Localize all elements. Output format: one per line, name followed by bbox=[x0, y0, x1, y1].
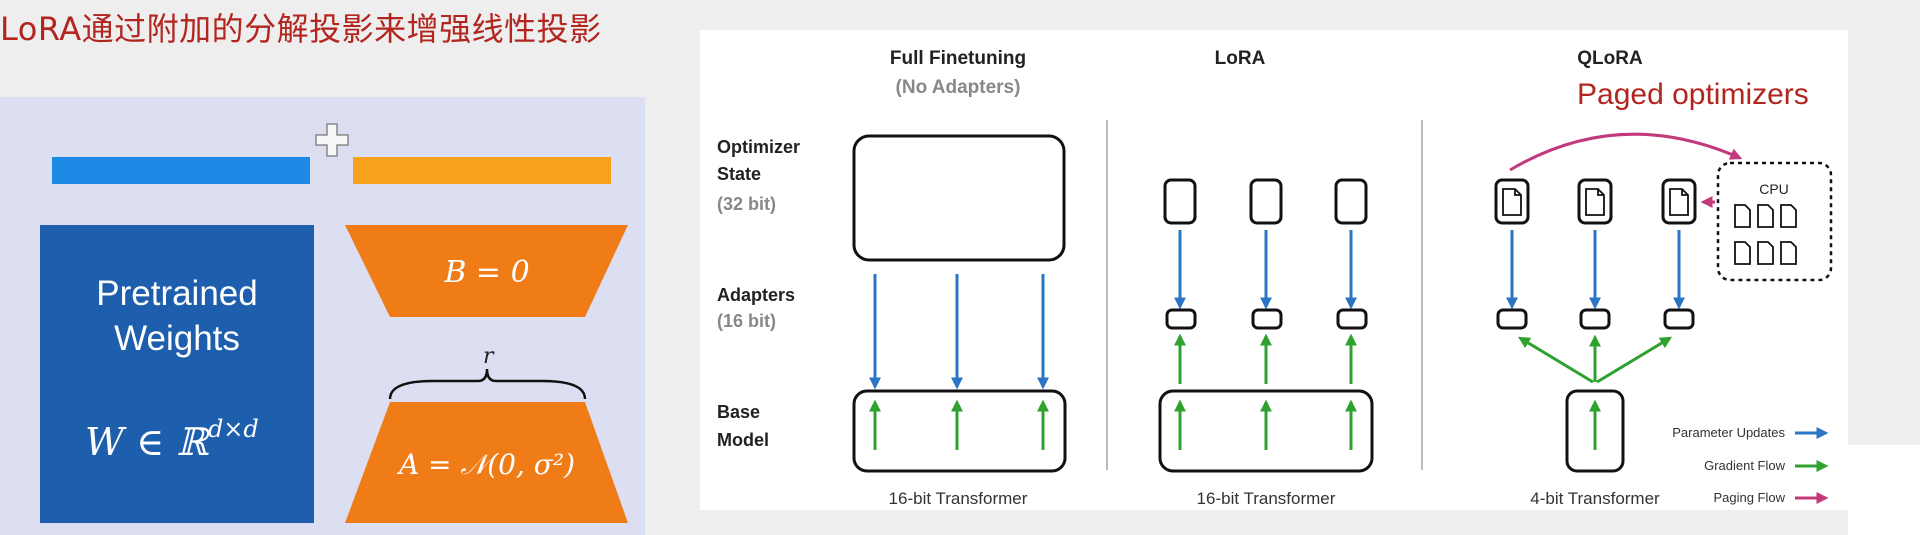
rank-brace bbox=[388, 368, 587, 400]
lora-a-matrix bbox=[345, 402, 628, 523]
cpu-page-icon-3 bbox=[1780, 204, 1797, 228]
rank-label: r bbox=[483, 344, 495, 369]
finetuning-comparison-panel: Full Finetuning (No Adapters) LoRA QLoRA… bbox=[700, 30, 1848, 510]
row-label-adapters-bits: (16 bit) bbox=[717, 311, 776, 331]
full-base-model-box bbox=[852, 389, 1067, 473]
qlora-page-icon-1 bbox=[1502, 188, 1522, 216]
qlora-adapter-1 bbox=[1496, 308, 1528, 330]
paging-flow-arc bbox=[1509, 132, 1743, 172]
plus-symbol-text: + bbox=[332, 145, 333, 147]
row-label-base-line1: Base bbox=[717, 402, 760, 422]
caption-lora: 16-bit Transformer bbox=[1197, 489, 1336, 508]
input-bar-orange bbox=[353, 157, 611, 184]
column-title-lora: LoRA bbox=[1215, 48, 1266, 69]
legend-label-paging-flow: Paging Flow bbox=[1713, 490, 1785, 505]
lora-optimizer-1 bbox=[1163, 178, 1197, 225]
lora-diagram-panel: r Pretrained Weights W ∈ ℝd×d B = 0 A = … bbox=[0, 97, 645, 535]
qlora-optimizer-3 bbox=[1661, 178, 1697, 225]
a-formula: A = 𝒩(0, σ²) bbox=[396, 448, 575, 481]
cpu-box bbox=[1716, 161, 1833, 282]
cpu-label: CPU bbox=[1759, 181, 1789, 197]
caption-full-finetuning: 16-bit Transformer bbox=[889, 489, 1028, 508]
w-formula-base: W ∈ ℝ bbox=[85, 420, 210, 464]
lora-optimizer-3 bbox=[1334, 178, 1368, 225]
qlora-adapter-2 bbox=[1579, 308, 1611, 330]
column-title-qlora: QLoRA bbox=[1577, 48, 1643, 69]
qlora-page-icon-3 bbox=[1669, 188, 1689, 216]
column-subtitle-full-finetuning: (No Adapters) bbox=[896, 77, 1021, 98]
row-label-optimizer-line1: Optimizer bbox=[717, 137, 800, 157]
w-formula: W ∈ ℝd×d bbox=[85, 415, 259, 464]
cpu-page-icon-2 bbox=[1757, 204, 1774, 228]
lora-adapter-3 bbox=[1336, 308, 1368, 330]
pretrained-label-line2: Weights bbox=[114, 319, 240, 358]
lora-base-model-box bbox=[1158, 389, 1374, 473]
finetuning-comparison-svg: Full Finetuning (No Adapters) LoRA QLoRA… bbox=[717, 48, 1833, 508]
lora-diagram-svg: r Pretrained Weights W ∈ ℝd×d B = 0 A = … bbox=[40, 157, 628, 523]
plus-icon: + bbox=[315, 123, 349, 157]
w-formula-superscript: d×d bbox=[208, 415, 259, 443]
input-bar-blue bbox=[52, 157, 310, 184]
pretrained-label-line1: Pretrained bbox=[96, 274, 257, 313]
paged-optimizers-annotation: Paged optimizers bbox=[1577, 78, 1809, 111]
cpu-page-icon-5 bbox=[1757, 241, 1774, 265]
lora-b-matrix bbox=[345, 225, 628, 317]
lora-adapter-2 bbox=[1251, 308, 1283, 330]
qlora-adapter-3 bbox=[1663, 308, 1695, 330]
lora-optimizer-2 bbox=[1249, 178, 1283, 225]
caption-qlora: 4-bit Transformer bbox=[1530, 489, 1660, 508]
qlora-page-icon-2 bbox=[1585, 188, 1605, 216]
row-label-base-line2: Model bbox=[717, 430, 769, 450]
legend-label-parameter-updates: Parameter Updates bbox=[1672, 425, 1785, 440]
b-formula: B = 0 bbox=[443, 255, 529, 290]
cpu-page-icon-1 bbox=[1734, 204, 1751, 228]
qlora-optimizer-2 bbox=[1577, 178, 1613, 225]
qlora-gradient-fan-left bbox=[1517, 336, 1594, 384]
lora-adapter-1 bbox=[1165, 308, 1197, 330]
qlora-gradient-fan-right bbox=[1596, 336, 1673, 384]
column-title-full-finetuning: Full Finetuning bbox=[890, 48, 1026, 69]
legend-label-gradient-flow: Gradient Flow bbox=[1704, 458, 1786, 473]
corner-white-box bbox=[1848, 445, 1920, 535]
row-label-adapters: Adapters bbox=[717, 285, 795, 305]
cpu-page-icon-6 bbox=[1780, 241, 1797, 265]
full-optimizer-state-box bbox=[852, 134, 1066, 262]
pretrained-weights-block bbox=[40, 225, 314, 523]
qlora-base-model-box bbox=[1565, 389, 1625, 473]
page-title: LoRA通过附加的分解投影来增强线性投影 bbox=[0, 10, 602, 48]
cpu-page-icon-4 bbox=[1734, 241, 1751, 265]
row-label-optimizer-line2: State bbox=[717, 164, 761, 184]
row-label-optimizer-bits: (32 bit) bbox=[717, 194, 776, 214]
qlora-optimizer-1 bbox=[1494, 178, 1530, 225]
